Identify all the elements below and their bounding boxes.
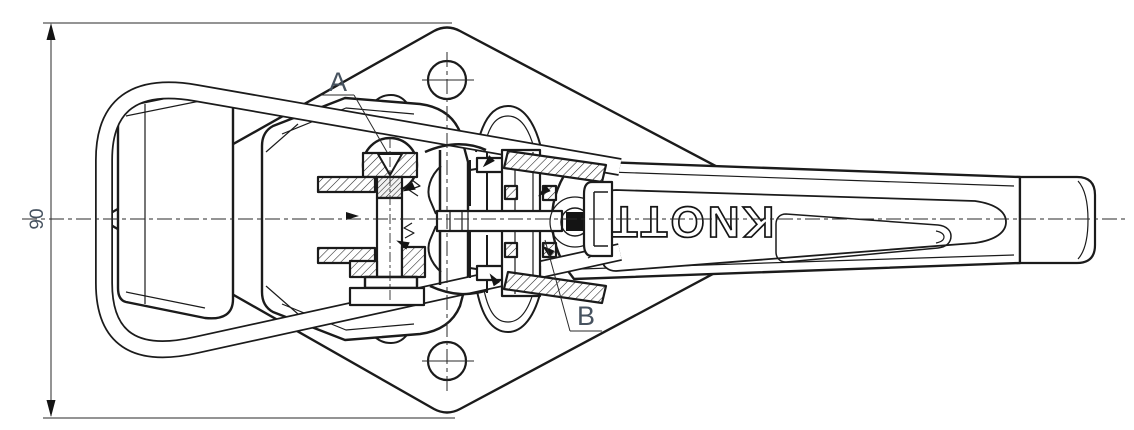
dimension-value: 90 xyxy=(27,208,48,229)
section-arrows xyxy=(346,155,555,287)
dim-arrow-down xyxy=(46,400,56,417)
dimension-90: 90 xyxy=(27,22,455,419)
release-pin xyxy=(435,209,564,233)
bow-handle xyxy=(95,81,622,359)
bolt-shaft xyxy=(375,196,404,279)
center-lines xyxy=(22,52,1128,392)
rubber-cap xyxy=(116,88,235,320)
handle-lever: KNOTT xyxy=(550,159,1097,281)
dim-arrow-up xyxy=(46,23,56,40)
label-a-text: A xyxy=(329,67,347,97)
label-b-text: B xyxy=(577,301,595,331)
detail-label-a: A xyxy=(320,67,388,153)
detail-label-b: B xyxy=(544,239,602,332)
knott-logo-text: KNOTT xyxy=(608,197,775,246)
bolt-nut xyxy=(363,275,419,290)
